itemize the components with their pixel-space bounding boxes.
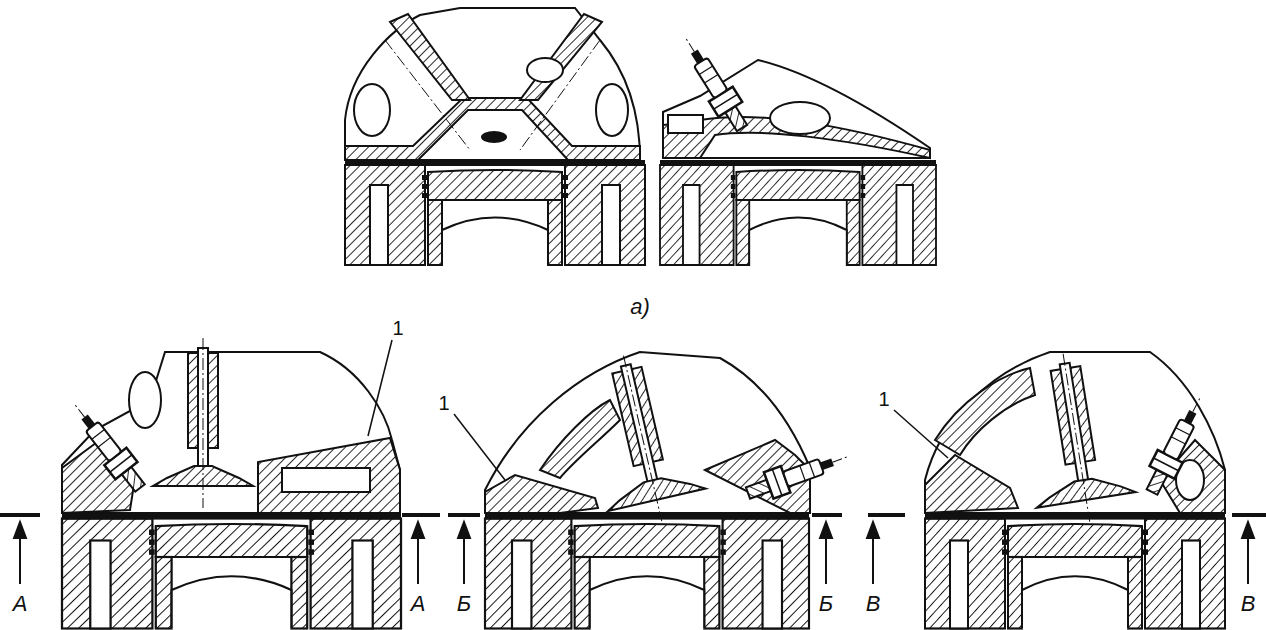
section-letter: В bbox=[866, 593, 881, 615]
callout-number: 1 bbox=[438, 393, 449, 413]
section-letter: Б bbox=[457, 593, 471, 615]
figure-letter: а) bbox=[630, 296, 650, 318]
callout-number: 1 bbox=[878, 389, 889, 409]
section-letter: В bbox=[1241, 593, 1256, 615]
callout-number: 1 bbox=[392, 318, 403, 338]
section-letter: Б bbox=[819, 593, 833, 615]
section-letter: А bbox=[13, 593, 28, 615]
section-letter: А bbox=[411, 593, 426, 615]
